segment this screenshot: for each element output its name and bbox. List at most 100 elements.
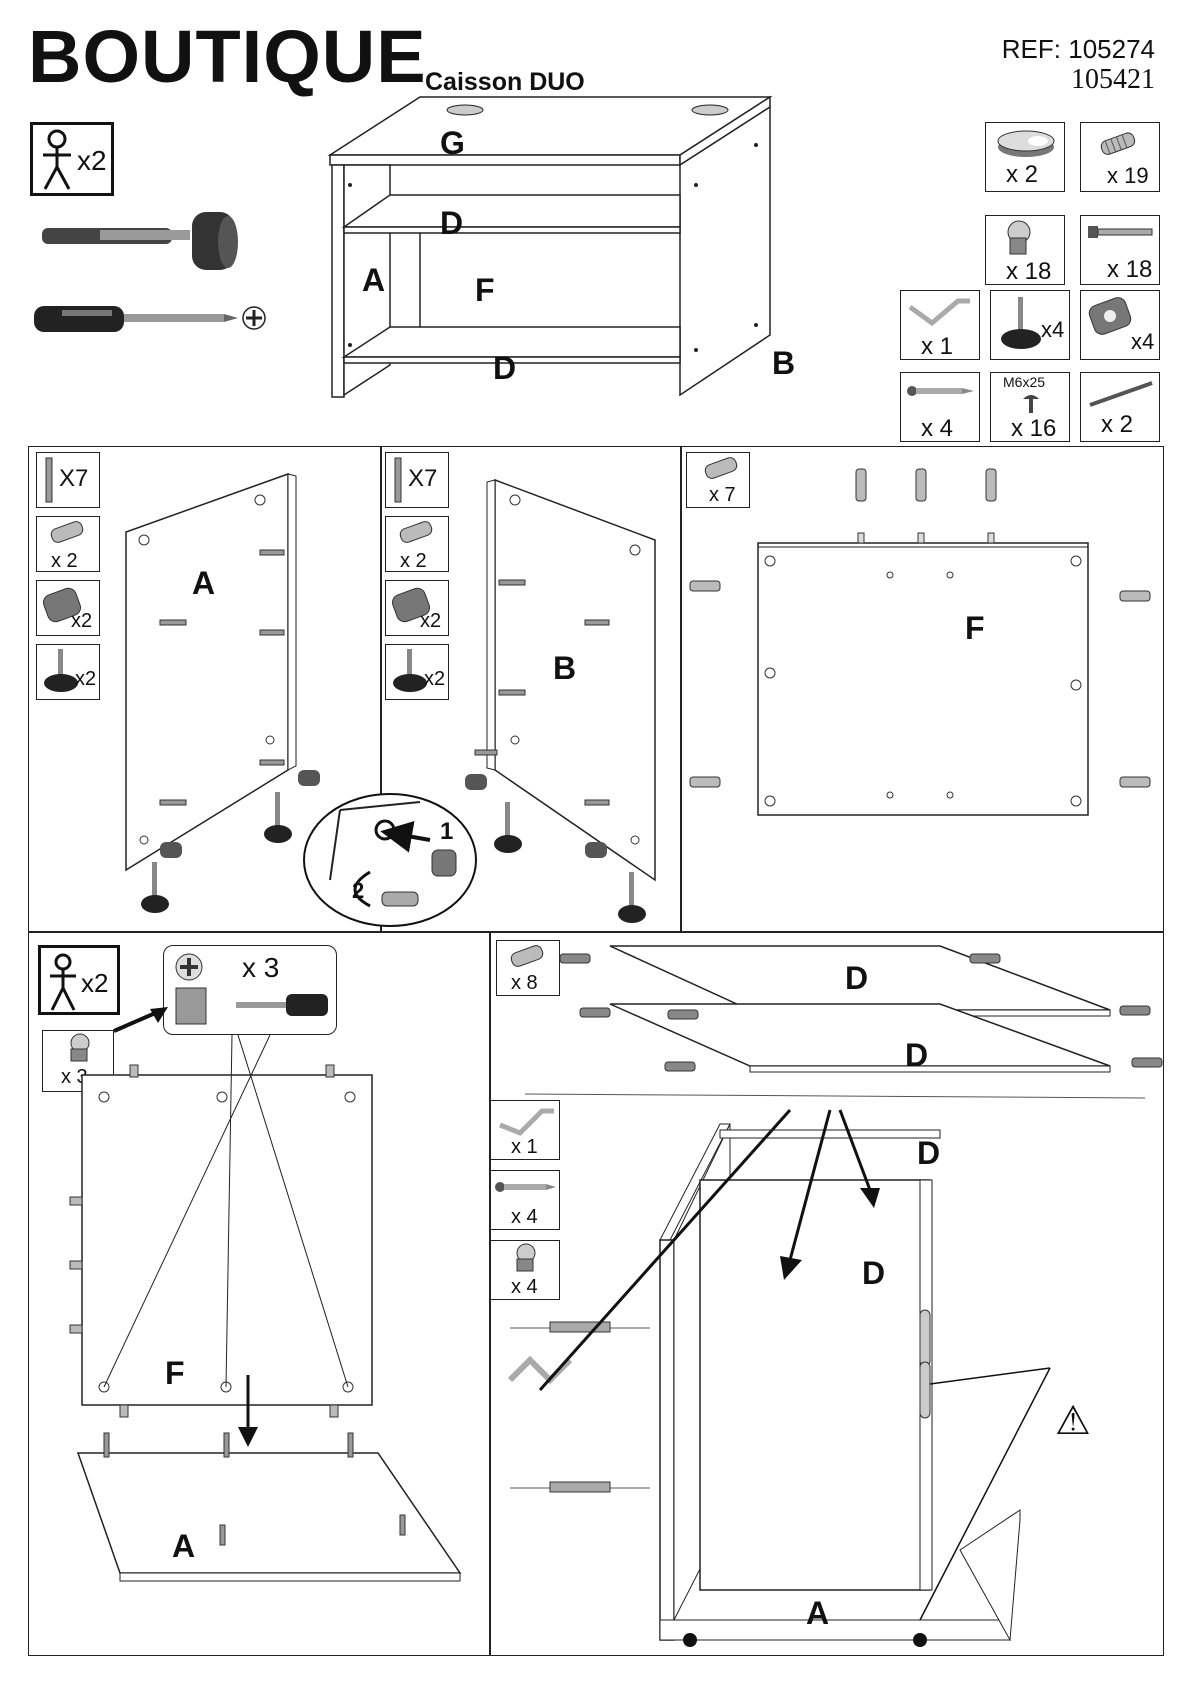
- hw-grommet-qty: x 2: [1006, 161, 1039, 188]
- step3-allen-qty: x 1: [511, 1136, 538, 1158]
- s1b-bolts-qty: X7: [408, 465, 438, 492]
- overview-label-d-bottom: D: [493, 350, 517, 386]
- panel-f-drawing: [689, 468, 1151, 816]
- step3-screws-qty: x 4: [511, 1206, 538, 1228]
- person-icon: [43, 129, 71, 190]
- insert-nut-icon: [1088, 297, 1132, 335]
- allen-key-icon: [499, 1108, 554, 1136]
- s1b-nuts-qty: x2: [420, 610, 442, 632]
- persons-box: x2: [30, 122, 114, 196]
- grommet-icon: [997, 130, 1055, 157]
- s1a-dowels: x 2: [36, 516, 100, 572]
- s1a-feet: x2: [36, 644, 100, 700]
- panel-a-drawing: [125, 472, 320, 872]
- detail-step-2: 2: [352, 878, 365, 903]
- hw-wood-screw-qty: x 4: [921, 415, 954, 442]
- panel-b-drawing: [465, 478, 656, 882]
- step2-panel-f-label: F: [165, 1355, 185, 1391]
- step3-cams: x 4: [490, 1240, 560, 1300]
- hw-cam-lock-qty: x 18: [1006, 258, 1052, 285]
- leveling-foot-icon: [618, 872, 646, 923]
- detail-callout-drawing: [303, 793, 477, 927]
- leveling-foot-icon: [393, 649, 427, 692]
- step2-persons-box: x2: [38, 945, 120, 1015]
- s1f-dowels: x 7: [686, 452, 750, 508]
- insert-nut-icon: [42, 587, 82, 623]
- step3-cams-qty: x 4: [511, 1276, 538, 1298]
- step2-assembly-drawing: [69, 1034, 462, 1582]
- reference-number: REF: 105274: [1001, 34, 1155, 64]
- step-2-frame: [28, 932, 490, 1656]
- step3-d-front-label: D: [862, 1255, 886, 1291]
- overview-label-b: B: [772, 345, 796, 381]
- cam-lock-icon: [516, 1243, 536, 1272]
- s1a-nuts-qty: x2: [71, 610, 93, 632]
- screwdriver-icon: [175, 987, 328, 1025]
- leveling-foot-icon: [141, 862, 169, 913]
- hw-cam-bolt-qty: x 18: [1107, 256, 1153, 283]
- overview-label-d-top: D: [440, 205, 464, 241]
- dowel-icon: [1100, 132, 1136, 155]
- overview-label-g: G: [440, 125, 465, 161]
- step2-panel-a-label: A: [172, 1528, 196, 1564]
- s1a-dowels-qty: x 2: [51, 550, 78, 572]
- step3-shelf-top-label: D: [845, 960, 869, 996]
- hw-dowel: x 19: [1080, 122, 1160, 192]
- step3-shelves-drawing: [524, 945, 1163, 1099]
- person-icon: [50, 953, 76, 1011]
- step3-allen: x 1: [490, 1100, 560, 1160]
- s1a-bolts-qty: X7: [59, 465, 89, 492]
- hw-dowel-qty: x 19: [1107, 163, 1149, 188]
- step2-tool-callout: x 3: [163, 945, 337, 1035]
- overview-label-a: A: [362, 262, 386, 298]
- step3-screws: x 4: [490, 1170, 560, 1230]
- hw-allen-key-qty: x 1: [921, 333, 954, 360]
- step2-persons-count: x2: [81, 968, 109, 998]
- hw-leveling-foot: x4: [990, 290, 1070, 360]
- bolt-icon: [1023, 395, 1039, 413]
- leveling-foot-icon: [264, 792, 292, 843]
- dowel-icon: [704, 457, 738, 479]
- step1-panel-b-label: B: [553, 650, 577, 686]
- wood-screw-icon: [495, 1182, 556, 1192]
- dowel-icon: [50, 521, 84, 543]
- overview-label-f: F: [475, 272, 495, 308]
- s1b-dowels-qty: x 2: [400, 550, 427, 572]
- s1b-feet-qty: x2: [424, 668, 446, 690]
- s1a-nuts: x2: [36, 580, 100, 636]
- leveling-foot-icon: [44, 649, 78, 692]
- hw-rod: x 2: [1080, 372, 1160, 442]
- hw-allen-key: x 1: [900, 290, 980, 360]
- s1a-bolts: X7: [36, 452, 100, 508]
- cam-bolt-icon: [1088, 226, 1153, 238]
- step1-panel-a-label: A: [192, 565, 216, 601]
- step2-screws-qty: x 3: [242, 952, 280, 983]
- detail-step-1: 1: [440, 818, 454, 845]
- allen-key-icon: [908, 298, 970, 327]
- step3-shelf-bottom-label: D: [905, 1037, 929, 1073]
- hw-rod-qty: x 2: [1101, 411, 1134, 438]
- product-name: Caisson DUO: [425, 68, 585, 96]
- phillips-head-icon: [175, 953, 203, 981]
- s1b-feet: x2: [385, 644, 449, 700]
- step3-panel-a-label: A: [806, 1595, 830, 1631]
- step2-cams-qty: x 3: [61, 1066, 88, 1088]
- screwdriver-icon: [34, 306, 266, 332]
- rod-icon: [1089, 381, 1153, 407]
- leveling-foot-icon: [494, 802, 522, 853]
- step-1-frame: [28, 446, 1164, 932]
- hw-bolt-size: M6x25: [1003, 374, 1046, 390]
- hw-leveling-foot-qty: x4: [1041, 317, 1065, 342]
- cam-lock-icon: [1007, 220, 1031, 255]
- divider: [380, 446, 382, 932]
- mallet-icon: [42, 212, 238, 270]
- cam-lock-icon: [70, 1033, 90, 1062]
- hw-insert-nut-qty: x4: [1131, 329, 1155, 354]
- step1-panel-f-label: F: [965, 610, 985, 646]
- brand-title: BOUTIQUE: [28, 15, 427, 98]
- divider: [680, 446, 682, 932]
- wood-screw-icon: [907, 386, 974, 396]
- leveling-foot-icon: [1001, 297, 1041, 349]
- step3-dowels: x 8: [496, 940, 560, 996]
- hw-bolt: M6x25 x 16: [990, 372, 1070, 442]
